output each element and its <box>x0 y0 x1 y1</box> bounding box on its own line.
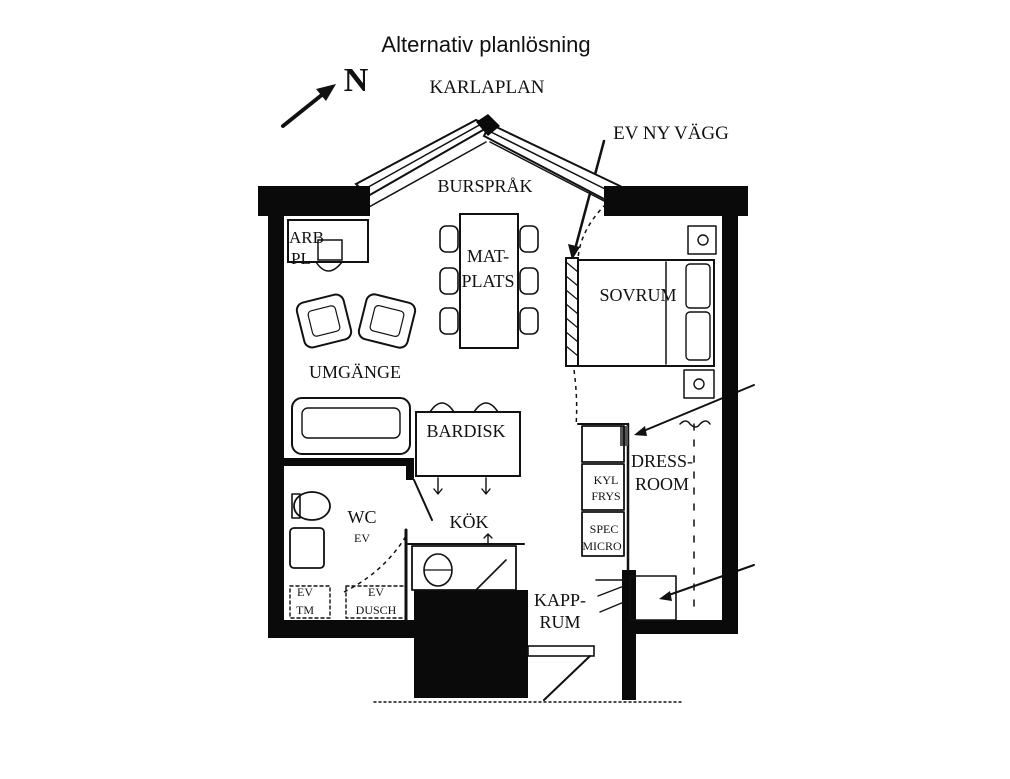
label-wc-1: WC <box>348 507 377 527</box>
label-evdusch-2: DUSCH <box>356 603 397 617</box>
label-burspak: BURSPRÅK <box>437 176 532 196</box>
label-spec-2: MICRO <box>582 539 622 553</box>
dress-room-storage <box>629 420 711 621</box>
bar-counter <box>415 402 521 495</box>
bay-window <box>354 114 622 213</box>
label-umgange: UMGÄNGE <box>309 362 401 382</box>
door-swings <box>343 203 607 593</box>
armchairs <box>295 293 417 349</box>
label-wc-2: EV <box>354 531 370 545</box>
new-wall-annotation: EV NY VÄGG <box>613 123 729 144</box>
plan-title: Alternativ planlösning <box>381 32 590 57</box>
sofa <box>291 397 411 455</box>
label-arb-1: ARB <box>289 228 324 247</box>
label-evtm-2: TM <box>296 603 314 617</box>
label-dress-1: DRESS- <box>631 451 693 471</box>
label-kyl-1: KYL <box>594 473 619 487</box>
label-kyl-2: FRYS <box>591 489 620 503</box>
bathroom-fixtures <box>289 491 407 619</box>
dining-table <box>439 213 539 349</box>
street-name: KARLAPLAN <box>429 77 544 98</box>
work-desk <box>287 219 369 272</box>
label-sovrum: SOVRUM <box>599 285 676 305</box>
exterior-walls <box>258 186 748 700</box>
label-kok: KÖK <box>450 512 489 532</box>
label-kapp-2: RUM <box>539 612 580 632</box>
label-arb-2: PL <box>291 249 311 268</box>
annotation-arrows <box>568 139 755 601</box>
label-evtm-1: EV <box>297 585 313 599</box>
compass-letter: N <box>344 62 369 99</box>
label-mat-1: MAT- <box>467 246 509 266</box>
label-evdusch-1: EV <box>368 585 384 599</box>
label-kapp-1: KAPP- <box>534 590 586 610</box>
bed <box>577 225 717 399</box>
north-arrow-icon <box>281 84 336 128</box>
entrance-door <box>373 579 685 703</box>
kitchen-units <box>411 425 625 591</box>
label-mat-2: PLATS <box>461 271 514 291</box>
label-dress-2: ROOM <box>635 474 689 494</box>
label-bardisk: BARDISK <box>426 421 505 441</box>
label-spec-1: SPEC <box>590 522 619 536</box>
